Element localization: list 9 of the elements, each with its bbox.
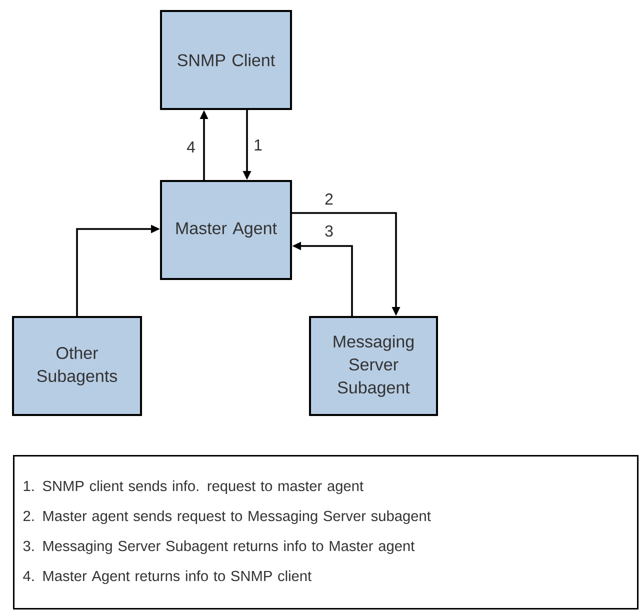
edge-label: 4 xyxy=(186,142,195,152)
edge-label: 3 xyxy=(325,225,333,237)
process-box: Messaging Server Subagent xyxy=(309,316,438,416)
edge-label: 1 xyxy=(254,140,262,150)
legend-box: 1. SNMP client sends info. request to master agent 2. Master agent sends request to Messaging Server subagent 3. Messaging Server Subagent returns info to Master agent 4. Master Agent returns info to SNMP client xyxy=(13,455,638,610)
edge-label: 2 xyxy=(325,193,333,205)
process-box: SNMP Client xyxy=(160,10,292,110)
process-box: Other Subagents xyxy=(12,316,142,416)
process-box: Master Agent xyxy=(160,180,292,280)
